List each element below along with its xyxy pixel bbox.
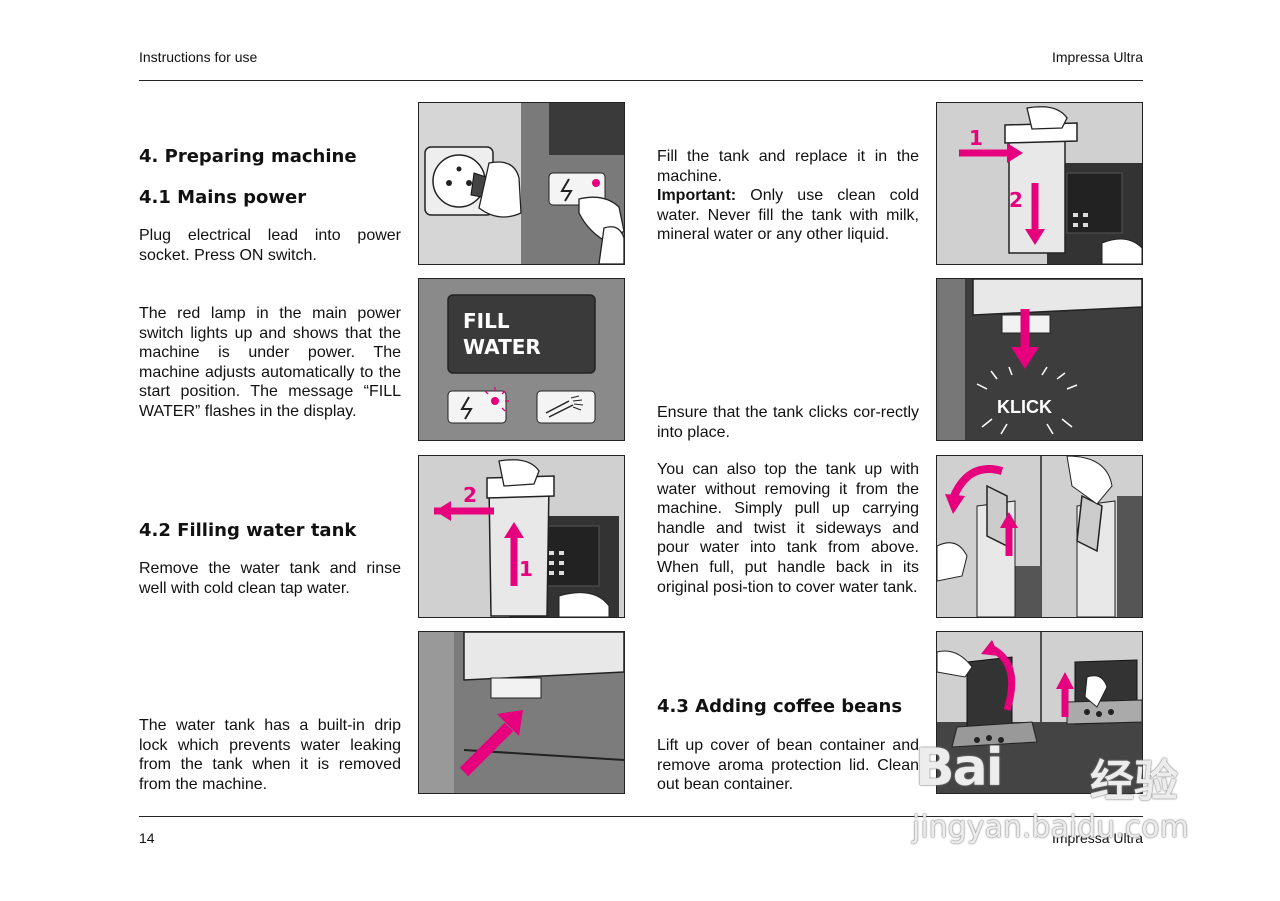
fill-tank-sentence: Fill the tank and replace it in the mach… xyxy=(657,148,919,185)
figure-socket-plug xyxy=(418,102,625,265)
beans-text: Lift up cover of bean container and remo… xyxy=(657,737,919,794)
watermark-url: jingyan.baidu.com xyxy=(912,810,1189,845)
klick-illustration: KLICK xyxy=(937,279,1142,440)
klick-label: KLICK xyxy=(997,397,1052,417)
watermark-brand-cn: 经验 xyxy=(1090,756,1178,807)
remove-tank-illustration: 2 1 xyxy=(419,456,624,617)
bean-container-illustration xyxy=(937,632,1142,793)
mains-power-title: 4.1 Mains power xyxy=(139,187,307,208)
figure-klick: KLICK xyxy=(936,278,1143,441)
filling-tank-text: Remove the water tank and rinse well wit… xyxy=(139,560,401,597)
display-line-1: FILL xyxy=(463,309,510,333)
replace-tank-illustration: 1 2 xyxy=(937,103,1142,264)
figure-bean-container xyxy=(936,631,1143,794)
footer-rule xyxy=(139,816,1143,817)
drip-lock-text: The water tank has a built-in drip lock … xyxy=(139,717,401,793)
figure-drip-lock xyxy=(418,631,625,794)
red-lamp-text: The red lamp in the main power switch li… xyxy=(139,305,401,420)
header-rule xyxy=(139,80,1143,81)
ensure-click-text: Ensure that the tank clicks cor-rectly i… xyxy=(657,404,919,441)
figure-replace-tank: 1 2 xyxy=(936,102,1143,265)
step-label-2: 2 xyxy=(463,483,477,507)
header-left: Instructions for use xyxy=(139,49,258,65)
figure-remove-tank: 2 1 xyxy=(418,455,625,618)
header-right: Impressa Ultra xyxy=(1051,49,1143,65)
step-label-1b: 1 xyxy=(969,126,983,150)
top-up-illustration xyxy=(937,456,1142,617)
footer-right: Impressa Ultra xyxy=(1051,830,1143,846)
drip-lock-illustration xyxy=(419,632,624,793)
filling-tank-title: 4.2 Filling water tank xyxy=(139,520,357,541)
main-title: 4. Preparing machine xyxy=(139,146,357,167)
beans-title: 4.3 Adding coffee beans xyxy=(657,696,903,717)
display-panel-illustration: FILL WATER xyxy=(419,279,624,440)
important-label: Important: xyxy=(657,187,737,205)
important-text: Only use clean cold water. Never fill th… xyxy=(657,187,919,244)
display-line-2: WATER xyxy=(463,335,541,359)
top-up-text: You can also top the tank up with water … xyxy=(657,461,919,596)
step-label-1: 1 xyxy=(519,557,533,581)
figure-top-up-tank xyxy=(936,455,1143,618)
mains-power-text: Plug electrical lead into power socket. … xyxy=(139,227,401,264)
figure-fill-water-display: FILL WATER xyxy=(418,278,625,441)
fill-tank-text: Fill the tank and replace it in the mach… xyxy=(657,147,919,245)
step-label-2b: 2 xyxy=(1009,188,1023,212)
watermark-brand: Bai xyxy=(915,738,1004,798)
socket-plug-illustration xyxy=(419,103,624,264)
footer-page-number: 14 xyxy=(139,830,155,846)
